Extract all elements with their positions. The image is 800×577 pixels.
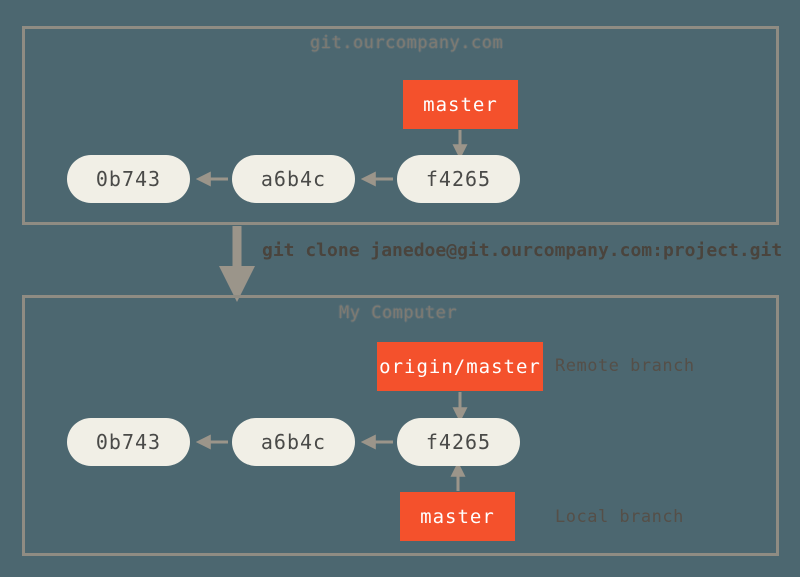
commit-node[interactable]: f4265 — [397, 418, 520, 466]
annotation-remote-branch: Remote branch — [555, 356, 695, 376]
commit-node[interactable]: 0b743 — [67, 155, 190, 203]
local-frame — [22, 295, 779, 556]
annotation-local-branch: Local branch — [555, 507, 684, 527]
server-frame-title: git.ourcompany.com — [310, 33, 504, 53]
commit-node[interactable]: a6b4c — [232, 155, 355, 203]
commit-node[interactable]: 0b743 — [67, 418, 190, 466]
server-frame — [22, 26, 779, 225]
branch-label-master-local[interactable]: master — [400, 492, 515, 541]
clone-command-text: git clone janedoe@git.ourcompany.com:pro… — [262, 240, 783, 261]
commit-node[interactable]: f4265 — [397, 155, 520, 203]
commit-node[interactable]: a6b4c — [232, 418, 355, 466]
branch-label-origin-master[interactable]: origin/master — [377, 342, 543, 391]
local-frame-title: My Computer — [339, 303, 458, 323]
branch-label-master-server[interactable]: master — [403, 80, 518, 129]
